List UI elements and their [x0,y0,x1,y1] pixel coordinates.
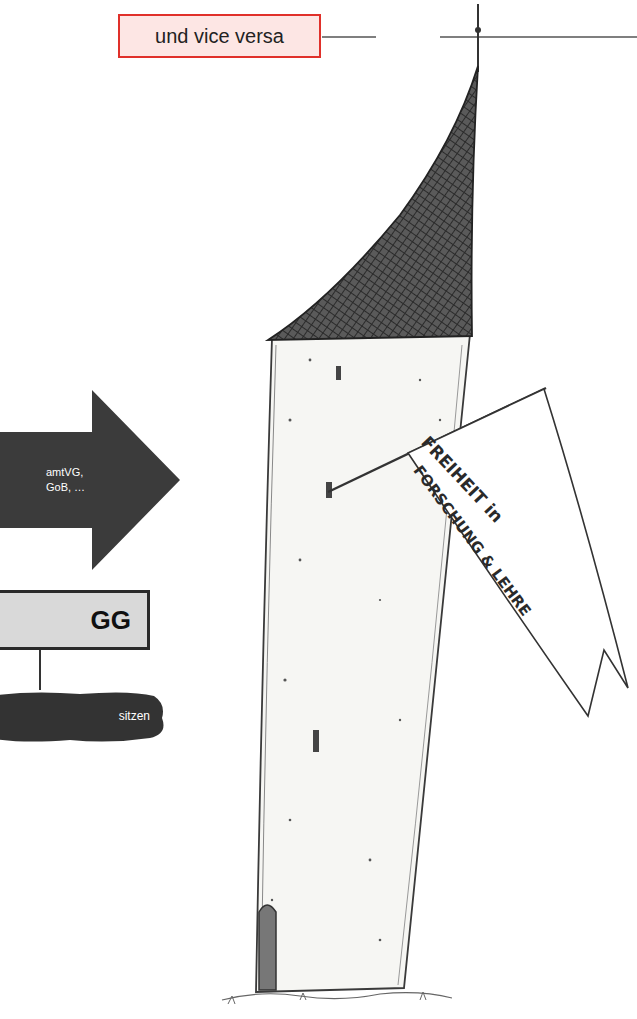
spire [477,4,479,72]
window [336,366,341,380]
cloud-fill [0,692,164,741]
door [259,905,276,990]
ground [222,993,452,1000]
arrow-outline [0,390,180,570]
node-text: und vice versa [155,22,284,50]
node-text: sitzen [119,708,150,725]
node-text: GG [91,602,131,638]
leader-line [440,36,637,37]
node-text: amtVG, GoB, … [46,465,98,496]
window [313,730,319,752]
arrow-shape: amtVG, GoB, … [0,390,180,570]
spire-ball [475,27,481,33]
grass [228,992,426,1004]
leader-line [322,36,376,37]
banner [408,389,628,716]
connector-line [39,650,41,690]
arrow-fill [0,390,180,570]
stone-marks [271,359,441,942]
law-box: GG [0,590,150,650]
tower-shading [261,345,276,985]
callout-box: und vice versa [118,14,321,58]
tower-roof [268,66,478,340]
cloud-shape: sitzen [0,690,166,742]
tower-body [256,334,470,992]
